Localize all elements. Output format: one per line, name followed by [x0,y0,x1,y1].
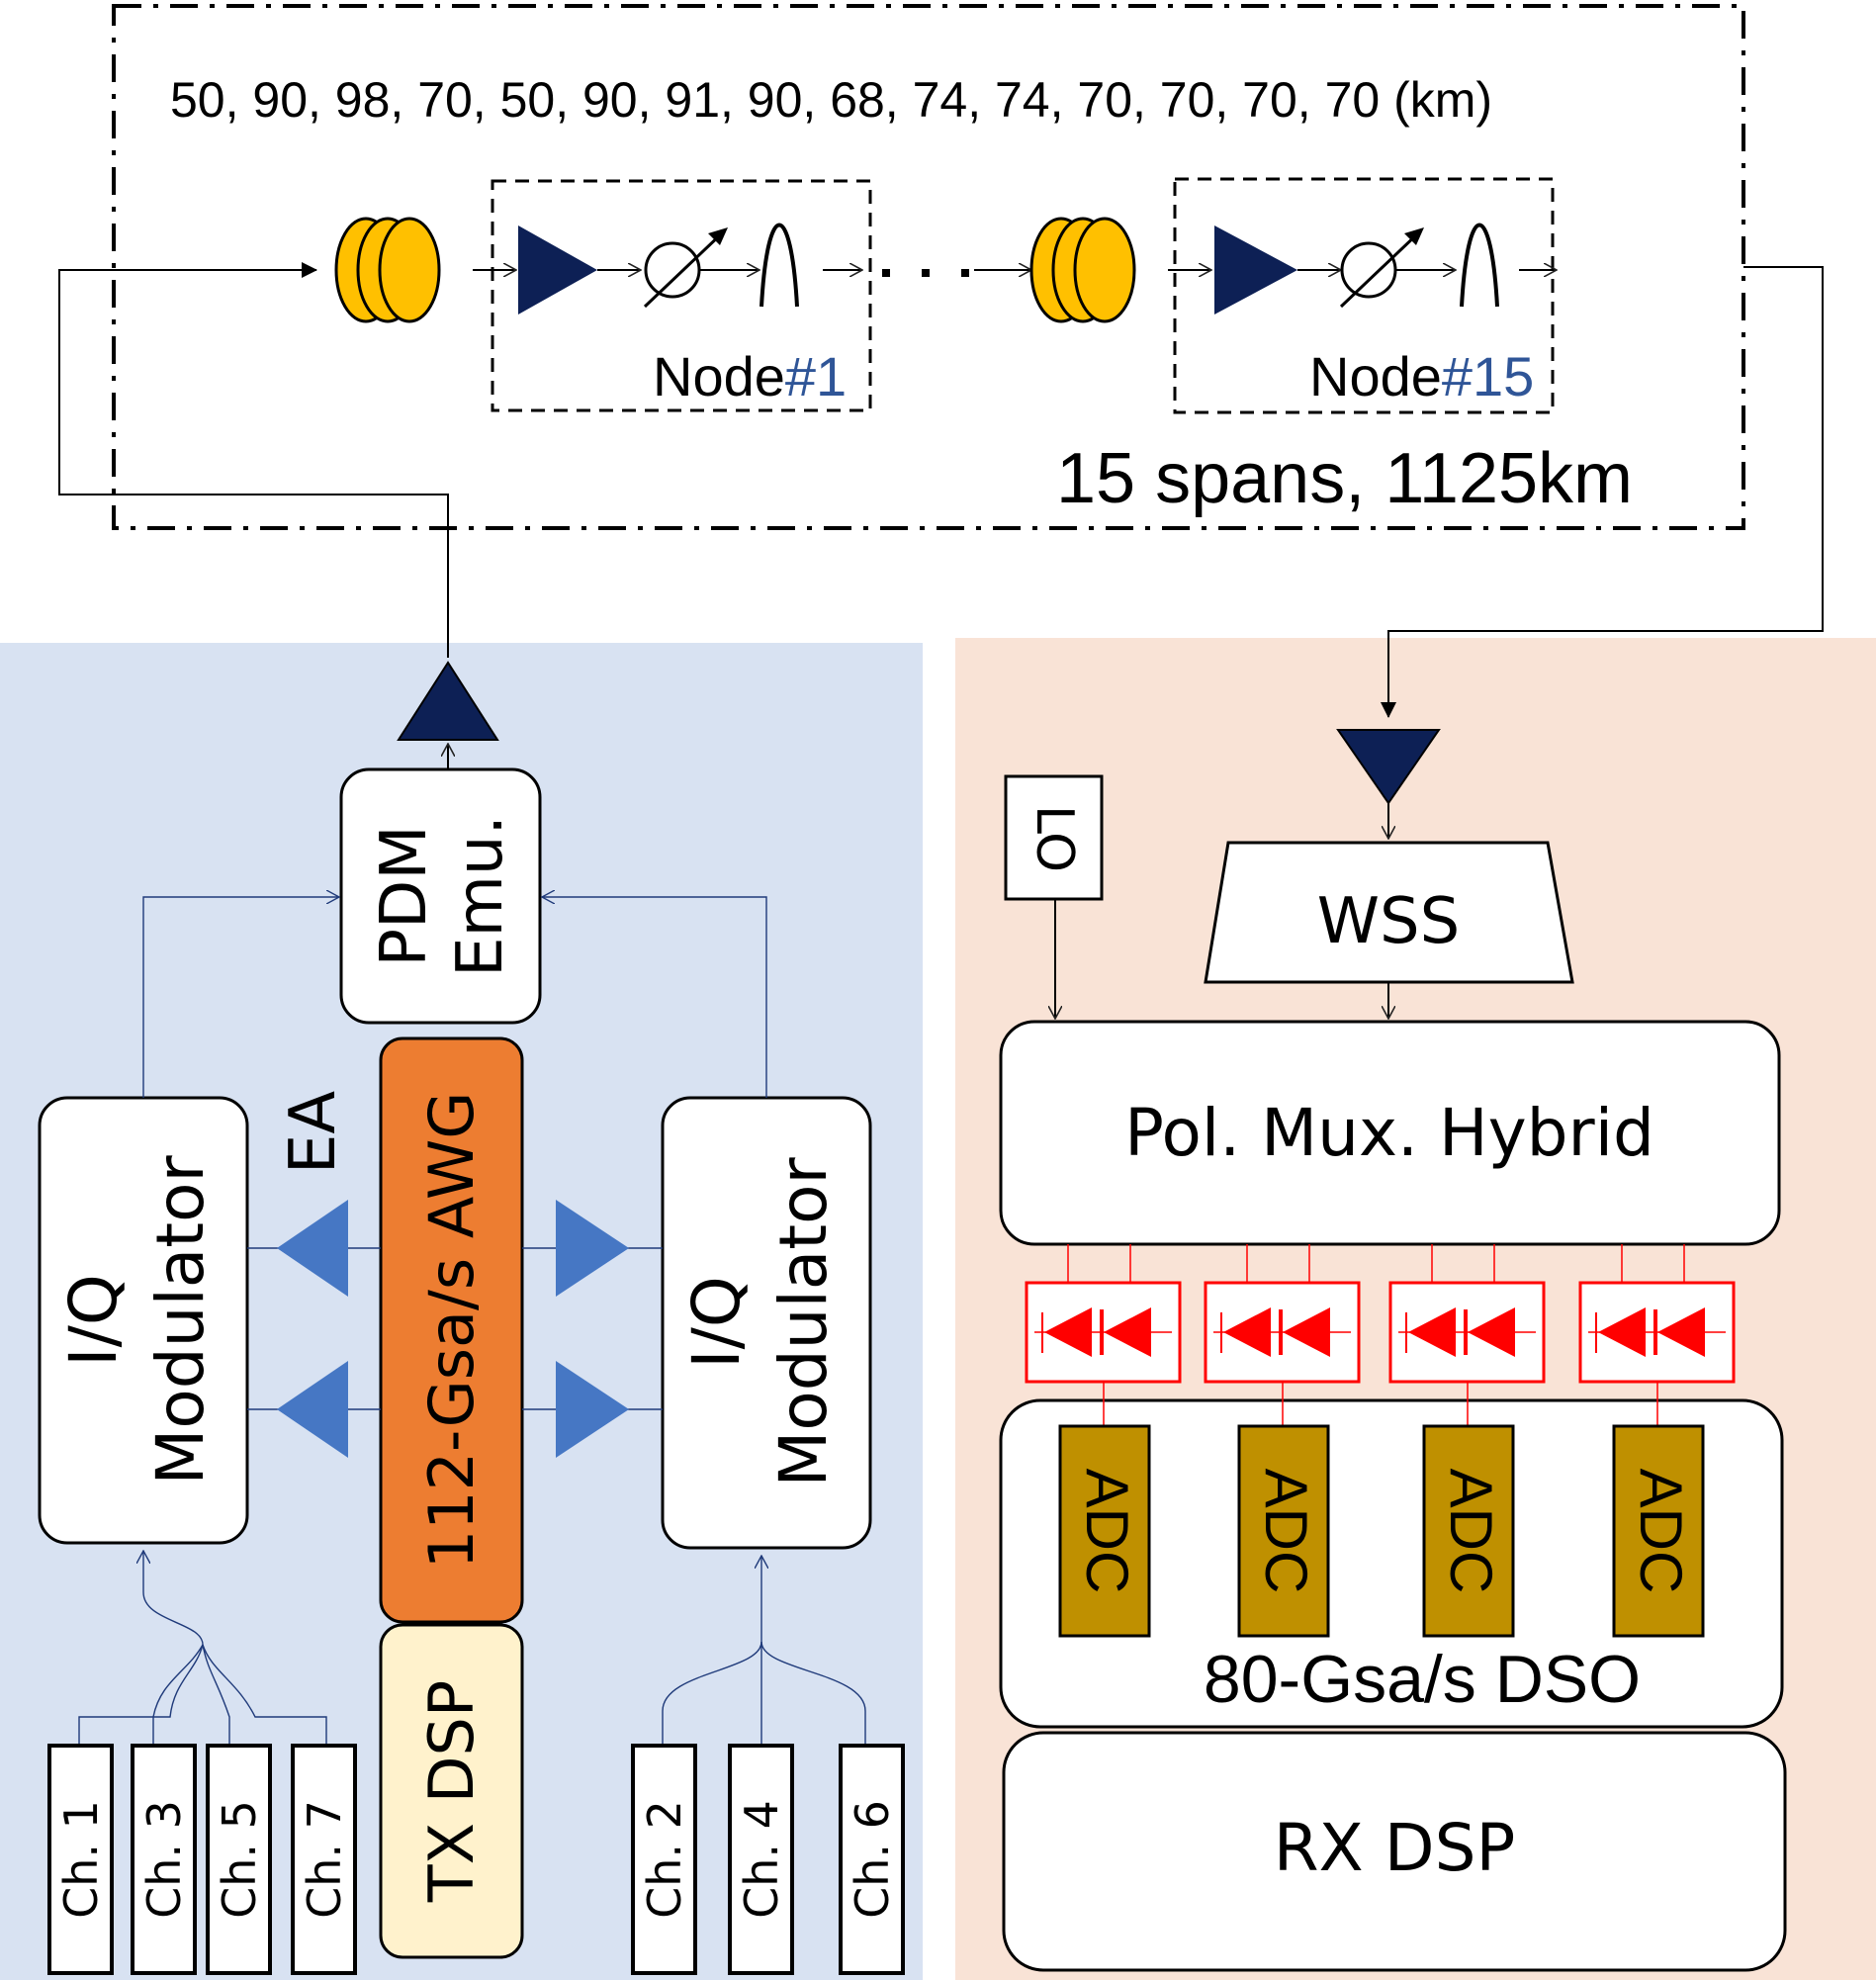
adc-box [1612,1424,1705,1638]
edfa-amplifier-icon [518,225,597,315]
optical-filter-icon [1460,223,1499,308]
adc-box [1422,1424,1515,1638]
node-15-prefix: Node [1309,345,1442,407]
left-channel-combiner [78,1551,327,1746]
channel-label: Ch. 1 [54,1800,108,1919]
channel-label: Ch. 4 [735,1800,788,1919]
photodiode-group-3: ADC [1388,1244,1546,1638]
fiber-coil-icon [1029,217,1136,323]
adc-label: ADC [1438,1469,1504,1594]
iq-modulator-left-line2: Modulator [142,1155,219,1485]
node-15-frame [1173,177,1555,414]
node-1-prefix: Node [653,345,785,407]
channel-label: Ch. 7 [298,1800,351,1919]
tx-to-loop-line [58,262,449,658]
channel-label: Ch. 5 [213,1800,266,1919]
right-mod-to-pdm-line [542,897,767,1098]
pdm-emulator-label-line1: PDM [368,825,441,966]
node-15-number: #15 [1442,345,1534,407]
awg-box [379,1036,524,1624]
channel-box [631,1744,697,1975]
optical-filter-icon [759,223,799,308]
ea-driver-amplifier-icon [556,1200,629,1297]
rx-preamplifier-icon [1336,729,1441,805]
tx-booster-amplifier-icon [397,661,499,741]
channel-label: Ch. 2 [638,1800,691,1919]
fiber-coil-icon [334,217,441,323]
hybrid-label: Pol. Mux. Hybrid [1124,1095,1654,1171]
iq-modulator-right-line2: Modulator [765,1157,842,1487]
tx-dsp-label: TX DSP [415,1680,488,1904]
adc-box [1058,1424,1151,1638]
recirculating-loop-frame [112,4,1745,530]
variable-attenuator-icon [643,227,728,309]
left-mod-to-pdm-line [142,897,339,1098]
wss-box [1204,841,1574,984]
node-1-number: #1 [785,345,847,407]
adc-label: ADC [1253,1469,1319,1594]
pdm-emulator-box [339,767,542,1025]
adc-box [1237,1424,1330,1638]
variable-attenuator-icon [1339,227,1424,309]
photodiode-group-4: ADC [1578,1244,1736,1638]
channel-box [206,1744,272,1975]
node-1-frame [491,179,872,412]
loop-to-rx-line [1381,266,1824,718]
dso-label: 80-Gsa/s DSO [1204,1642,1641,1717]
pdm-emulator-label-line2: Emu. [444,815,517,977]
tx-dsp-box [379,1623,524,1959]
ea-label: EA [277,1091,350,1174]
ea-driver-amplifier-icon [277,1361,348,1458]
adc-label: ADC [1074,1469,1140,1594]
edfa-amplifier-icon [1214,225,1297,315]
channel-label: Ch. 6 [846,1800,899,1919]
rx-dsp-label: RX DSP [1274,1810,1516,1886]
dso-box [999,1398,1784,1729]
iq-modulator-right-line1: I/Q [678,1276,755,1369]
adc-label: ADC [1628,1469,1694,1594]
ea-driver-amplifier-icon [277,1200,348,1297]
channel-box [131,1744,197,1975]
photodiode-group-1: ADC [1025,1244,1182,1638]
span-lengths-label: 50, 90, 98, 70, 50, 90, 91, 90, 68, 74, … [170,72,1492,128]
right-channel-combiner [662,1556,866,1746]
photodiode-group-2: ADC [1204,1244,1361,1638]
channel-box [839,1744,905,1975]
loop-total-label: 15 spans, 1125km [1056,439,1633,518]
rx-dsp-box [1002,1731,1787,1972]
lo-label: LO [1025,805,1084,872]
iq-modulator-left-line1: I/Q [55,1274,132,1367]
channel-box [47,1744,114,1975]
channel-box [291,1744,357,1975]
wss-label: WSS [1317,885,1461,958]
channel-box [728,1744,794,1975]
node-1-label: Node#1 [653,345,847,407]
hybrid-box [999,1020,1781,1246]
lo-box [1004,774,1104,901]
node-15-label: Node#15 [1309,345,1534,407]
awg-label: 112-Gsa/s AWG [415,1092,488,1570]
channel-label: Ch. 3 [137,1800,191,1919]
ea-driver-amplifier-icon [556,1361,629,1458]
